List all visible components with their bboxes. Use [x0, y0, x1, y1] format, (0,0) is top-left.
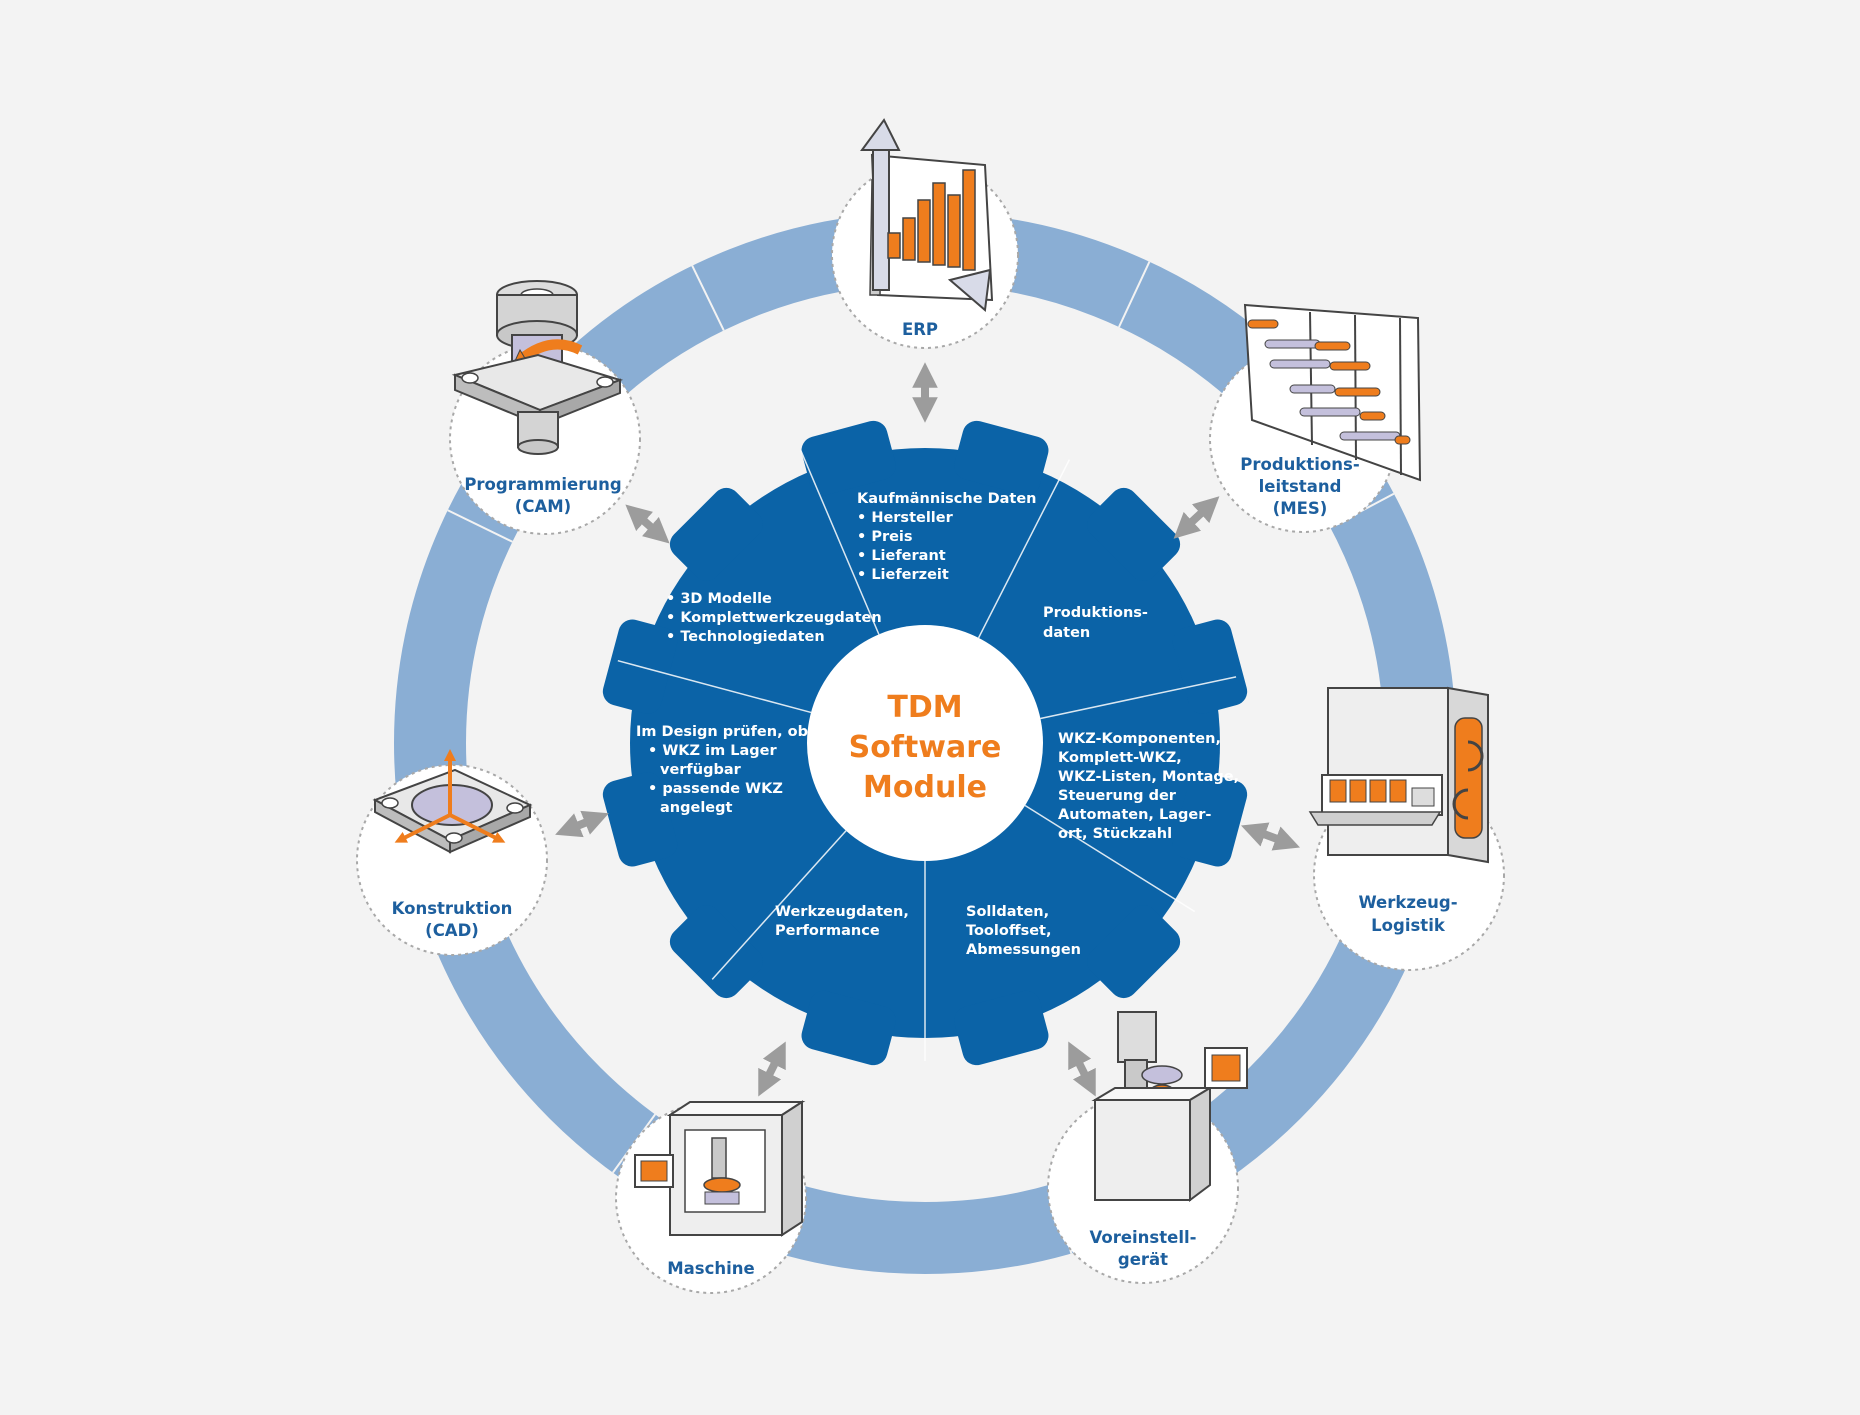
- center-title-line-1: TDM: [887, 690, 962, 725]
- sector-voreinstell-data: Solldaten, Tooloffset, Abmessungen: [966, 904, 1081, 958]
- gear-tooth: [1172, 619, 1248, 714]
- presetter-machine-icon: [1091, 1011, 1248, 1202]
- module-erp-label: ERP: [902, 320, 938, 339]
- svg-text:• Lieferant: • Lieferant: [857, 548, 946, 564]
- sector-divider: [977, 459, 1071, 639]
- gear-tooth: [669, 487, 763, 581]
- module-cam-label-line-2: (CAM): [515, 497, 571, 516]
- module-mes[interactable]: Produktions- leitstand (MES): [1209, 303, 1422, 533]
- svg-text:Im Design prüfen, ob:: Im Design prüfen, ob:: [636, 724, 814, 740]
- svg-text:verfügbar: verfügbar: [660, 762, 742, 778]
- module-mes-label-line-3: (MES): [1273, 499, 1328, 518]
- gear-tooth: [602, 772, 678, 867]
- module-logistik[interactable]: Werkzeug- Logistik: [1308, 686, 1505, 971]
- sector-logistik-data: WKZ-Komponenten, Komplett-WKZ, WKZ-Liste…: [1058, 731, 1239, 842]
- svg-text:Steuerung der: Steuerung der: [1058, 788, 1177, 804]
- sector-dividers: [617, 449, 1237, 1061]
- center-title-line-2: Software: [849, 730, 1002, 765]
- module-voreinstell[interactable]: Voreinstell- gerät: [1047, 1011, 1248, 1284]
- arrow-cad: [555, 810, 609, 838]
- center-title-line-3: Module: [863, 770, 987, 805]
- svg-text:angelegt: angelegt: [660, 800, 733, 816]
- arrow-maschine: [758, 1041, 786, 1097]
- svg-text:Produktions-: Produktions-: [1043, 605, 1148, 621]
- sector-maschine-data: Werkzeugdaten, Performance: [775, 904, 909, 939]
- arrow-cam: [625, 504, 670, 544]
- module-voreinstell-label-line-2: gerät: [1118, 1250, 1168, 1269]
- svg-text:ort, Stückzahl: ort, Stückzahl: [1058, 826, 1172, 842]
- module-logistik-label-line-1: Werkzeug-: [1358, 893, 1457, 912]
- svg-text:Automaten, Lager-: Automaten, Lager-: [1058, 807, 1211, 823]
- gear-tooth: [669, 905, 763, 999]
- sector-cad-data: Im Design prüfen, ob: • WKZ im Lager ver…: [636, 724, 814, 816]
- svg-text:• Preis: • Preis: [857, 529, 913, 545]
- svg-text:Performance: Performance: [775, 923, 880, 939]
- svg-text:• Technologiedaten: • Technologiedaten: [666, 629, 825, 645]
- mes-gantt-board-icon: [1243, 303, 1422, 482]
- ring-divider: [691, 265, 725, 331]
- module-erp[interactable]: ERP: [831, 118, 1019, 349]
- erp-bar-chart-icon: [860, 118, 994, 312]
- svg-text:• Komplettwerkzeugdaten: • Komplettwerkzeugdaten: [666, 610, 882, 626]
- module-maschine-label: Maschine: [667, 1259, 755, 1278]
- svg-text:• 3D Modelle: • 3D Modelle: [666, 591, 772, 607]
- gear-tooth: [1087, 905, 1181, 999]
- ring-divider: [1118, 261, 1151, 328]
- sector-divider: [800, 449, 880, 635]
- svg-text:Abmessungen: Abmessungen: [966, 942, 1081, 958]
- module-mes-label-line-2: leitstand: [1259, 477, 1342, 496]
- sector-divider: [711, 830, 847, 980]
- gear-tooth: [801, 990, 896, 1066]
- arrow-mes: [1173, 496, 1220, 539]
- sector-cam-data: • 3D Modelle • Komplettwerkzeugdaten • T…: [666, 591, 882, 645]
- module-logistik-label-line-2: Logistik: [1371, 916, 1446, 935]
- svg-text:WKZ-Listen, Montage,: WKZ-Listen, Montage,: [1058, 769, 1239, 785]
- svg-text:WKZ-Komponenten,: WKZ-Komponenten,: [1058, 731, 1221, 747]
- svg-text:Solldaten,: Solldaten,: [966, 904, 1049, 920]
- module-mes-label-line-1: Produktions-: [1240, 455, 1359, 474]
- center-hub: [807, 625, 1043, 861]
- svg-text:Kaufmännische Daten: Kaufmännische Daten: [857, 491, 1037, 507]
- tool-storage-cabinet-icon: [1308, 686, 1489, 864]
- connector-arrows: [555, 362, 1300, 1097]
- module-cad[interactable]: Konstruktion (CAD): [356, 749, 548, 956]
- svg-text:Komplett-WKZ,: Komplett-WKZ,: [1058, 750, 1182, 766]
- sector-divider: [1024, 804, 1196, 913]
- gear-tooth: [954, 420, 1049, 496]
- svg-text:daten: daten: [1043, 625, 1090, 641]
- svg-text:Werkzeugdaten,: Werkzeugdaten,: [775, 904, 909, 920]
- module-maschine[interactable]: Maschine: [615, 1100, 807, 1294]
- ring-divider: [447, 509, 513, 543]
- gear-tooth: [1172, 772, 1248, 867]
- svg-text:• WKZ im Lager: • WKZ im Lager: [648, 743, 777, 759]
- gear-tooth: [801, 420, 896, 496]
- cad-part-axes-icon: [372, 749, 533, 854]
- arrow-voreinstell: [1068, 1041, 1096, 1097]
- svg-text:• Hersteller: • Hersteller: [857, 510, 954, 526]
- svg-text:Tooloffset,: Tooloffset,: [966, 923, 1051, 939]
- module-cam[interactable]: Programmierung (CAM): [449, 280, 641, 535]
- machine-tool-icon: [634, 1100, 806, 1237]
- sector-divider: [1040, 676, 1237, 720]
- module-voreinstell-label-line-1: Voreinstell-: [1090, 1228, 1197, 1247]
- module-cam-label-line-1: Programmierung: [464, 475, 621, 494]
- sector-mes-data: Produktions- daten: [1043, 605, 1148, 641]
- gear-tooth: [954, 990, 1049, 1066]
- module-cad-label-line-2: (CAD): [425, 921, 479, 940]
- sector-erp-data: Kaufmännische Daten • Hersteller • Preis…: [857, 491, 1037, 583]
- svg-text:• passende WKZ: • passende WKZ: [648, 781, 783, 797]
- sector-divider: [617, 659, 812, 714]
- arrow-logistik: [1241, 822, 1300, 851]
- svg-text:• Lieferzeit: • Lieferzeit: [857, 567, 949, 583]
- gear-tooth: [1087, 487, 1181, 581]
- module-cad-label-line-1: Konstruktion: [392, 899, 513, 918]
- cam-toolholder-icon: [451, 280, 624, 455]
